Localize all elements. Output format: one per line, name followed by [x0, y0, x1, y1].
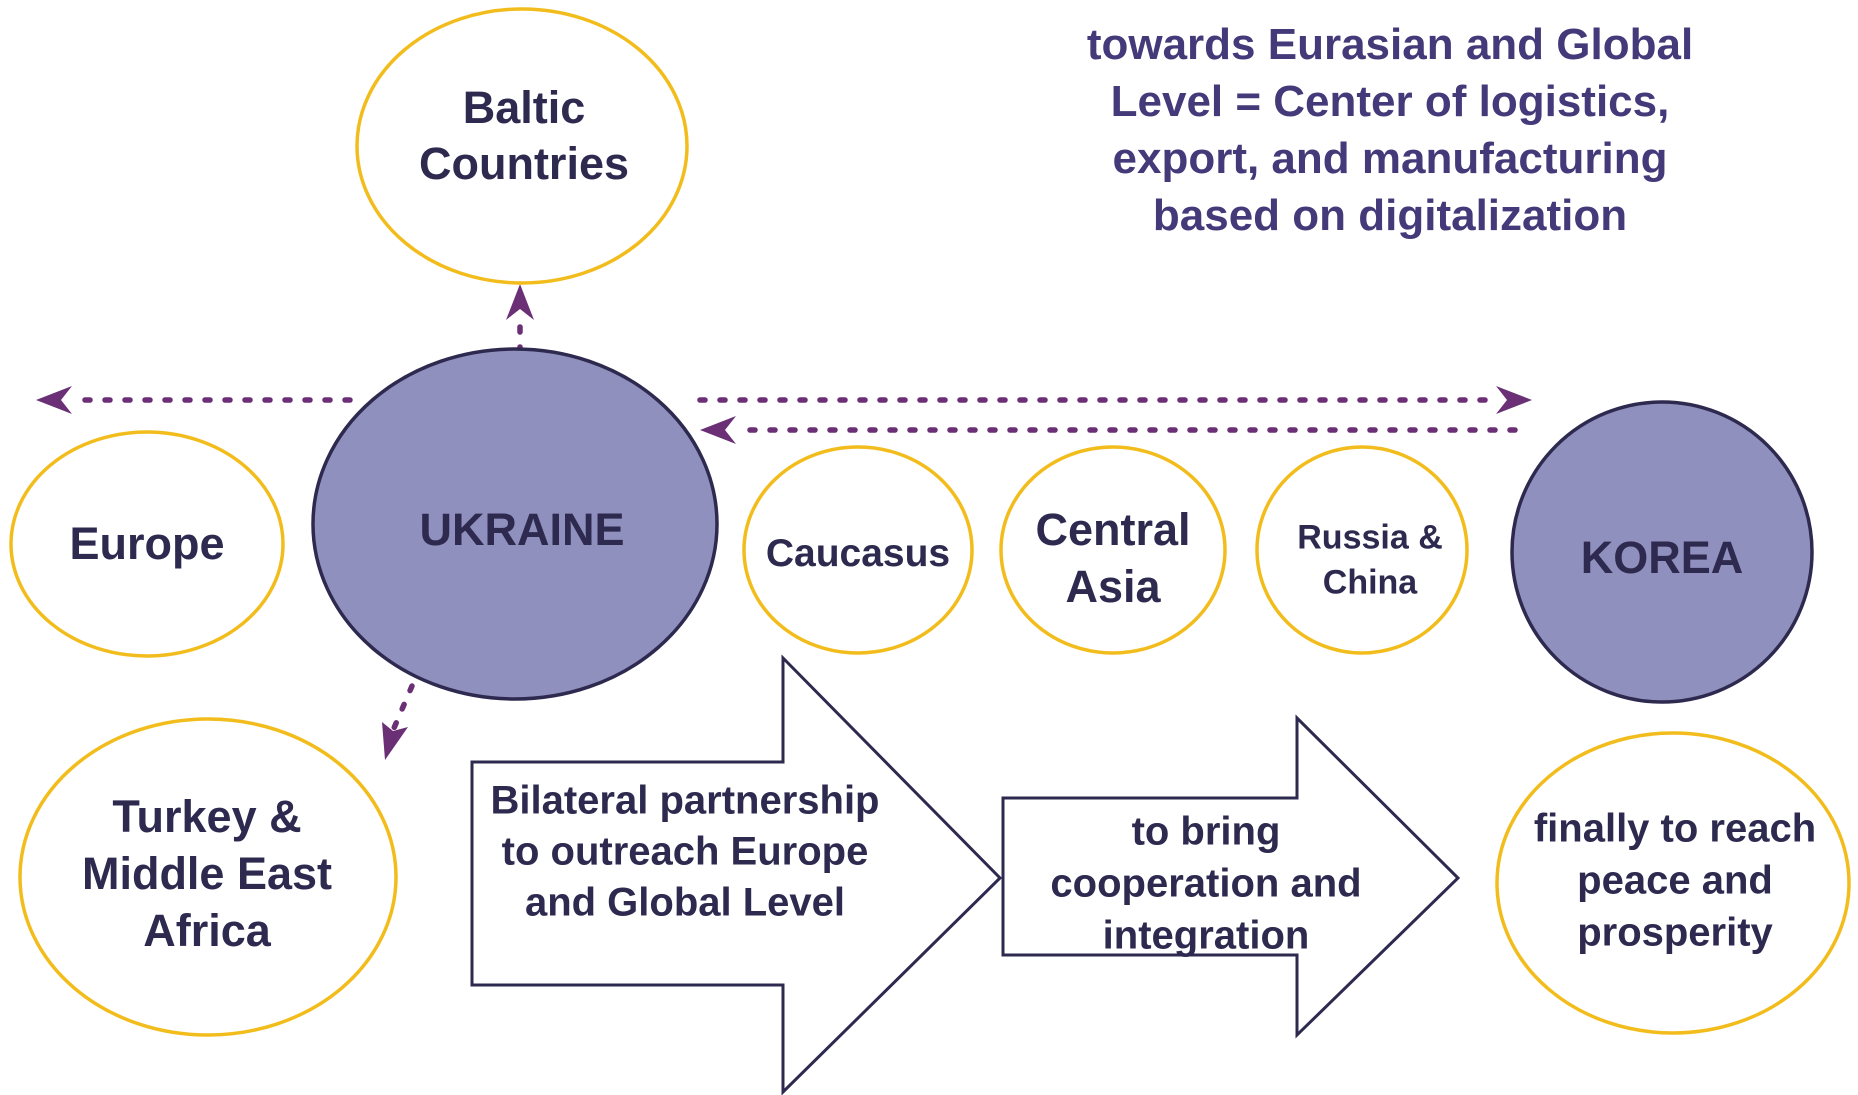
node-final: finally to reach peace and prosperity: [1495, 731, 1851, 1035]
hub-circle-korea: [1510, 400, 1814, 704]
node-ukraine: UKRAINE: [311, 347, 719, 701]
process-arrow-cooperation: to bring cooperation and integration: [1001, 714, 1461, 1039]
headline-line: export, and manufacturing: [1112, 134, 1668, 183]
headline-line: Level = Center of logistics,: [1110, 77, 1670, 126]
label-line: Baltic: [463, 82, 586, 133]
node-circle-caucasus: [742, 445, 974, 655]
hub-circle-ukraine: [311, 347, 719, 701]
label-line: Bilateral partnership: [490, 778, 879, 822]
label-line: to outreach Europe: [502, 829, 869, 873]
label-line: Central: [1035, 504, 1190, 555]
node-korea: KOREA: [1510, 400, 1814, 704]
label-line: and Global Level: [525, 880, 845, 924]
node-circle-baltic: [355, 7, 689, 285]
arrow-label-bilateral: Bilateral partnership to outreach Europe a…: [490, 778, 879, 924]
node-circle-central-asia: [999, 445, 1227, 655]
arrowhead-to-baltic: [506, 284, 534, 320]
arrow-shape-cooperation: [1001, 714, 1461, 1039]
headline-line: based on digitalization: [1152, 191, 1628, 240]
label-line: China: [1323, 564, 1419, 602]
arrowhead-to-europe: [36, 386, 72, 414]
node-circle-europe: [9, 430, 285, 658]
arrowhead-to-korea: [1496, 386, 1532, 414]
label-line: Countries: [419, 138, 629, 189]
label-line: cooperation and: [1050, 862, 1361, 906]
hub-label-korea: KOREA: [1581, 532, 1744, 583]
label-line: KOREA: [1581, 532, 1744, 583]
hub-label-ukraine: UKRAINE: [419, 504, 624, 555]
node-russia-china: Russia & China: [1255, 445, 1469, 655]
arrow-shape-bilateral: [470, 654, 1003, 1095]
label-line: Middle East: [82, 848, 332, 899]
headline-statement: towards Eurasian and Global Level = Cent…: [1000, 16, 1780, 244]
label-line: peace and: [1577, 859, 1773, 903]
label-line: UKRAINE: [419, 504, 624, 555]
label-line: Russia &: [1297, 519, 1443, 557]
arrowhead-to-turkey: [382, 722, 408, 760]
node-circle-turkey: [18, 717, 398, 1037]
label-line: finally to reach: [1534, 807, 1816, 851]
node-label-russia-china: Russia & China: [1297, 519, 1443, 602]
node-circle-final: [1495, 731, 1851, 1035]
node-europe: Europe: [9, 430, 285, 658]
connectors: [36, 284, 1532, 760]
label-line: to bring: [1132, 810, 1281, 854]
label-line: Africa: [143, 905, 272, 956]
node-caucasus: Caucasus: [742, 445, 974, 655]
label-line: prosperity: [1577, 911, 1773, 955]
headline-line: towards Eurasian and Global: [1086, 20, 1694, 69]
label-line: integration: [1103, 914, 1310, 958]
node-circle-russia-china: [1255, 445, 1469, 655]
node-label-caucasus: Caucasus: [766, 532, 950, 575]
arrowhead-to-ukraine: [700, 416, 736, 444]
node-label-europe: Europe: [69, 518, 224, 569]
connector-ukraine-to-turkey: [391, 683, 415, 731]
label-line: Caucasus: [766, 532, 950, 575]
arrow-label-cooperation: to bring cooperation and integration: [1050, 810, 1361, 958]
node-label-final: finally to reach peace and prosperity: [1534, 807, 1816, 955]
label-line: Turkey &: [112, 791, 301, 842]
label-line: Asia: [1065, 561, 1161, 612]
process-arrow-bilateral: Bilateral partnership to outreach Europe a…: [470, 654, 1003, 1095]
label-line: Europe: [69, 518, 224, 569]
